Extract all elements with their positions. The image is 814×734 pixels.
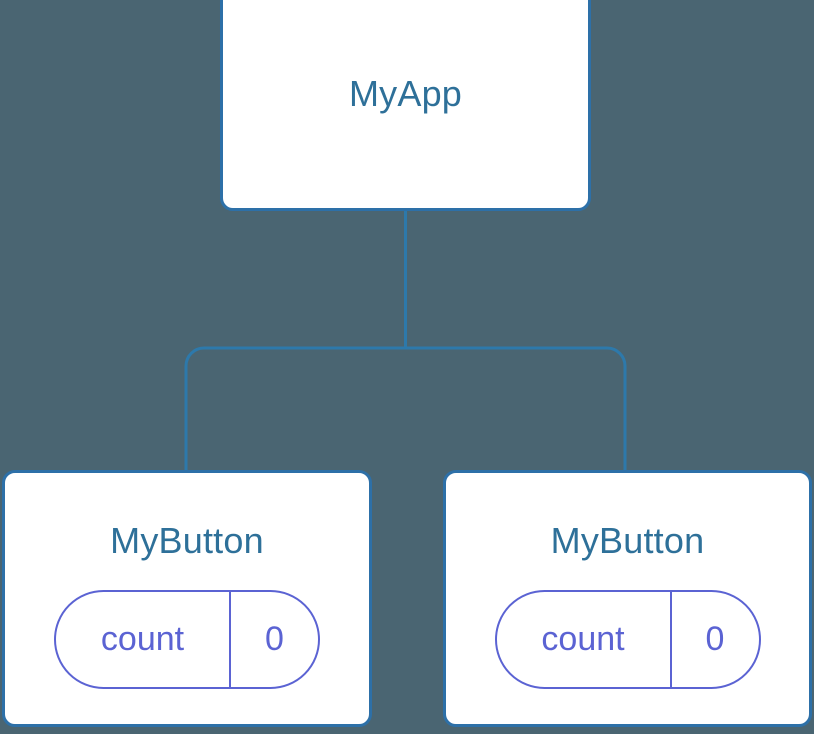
node-title: MyButton <box>550 520 705 561</box>
edge-root-to-child-1 <box>405 346 627 471</box>
node-title: MyApp <box>348 72 463 114</box>
state-value: 0 <box>265 619 284 658</box>
node-title: MyButton <box>110 520 264 561</box>
edge-root-to-child-0 <box>184 346 406 471</box>
state-key: count <box>56 592 231 687</box>
state-pill[interactable]: count 0 <box>54 590 320 689</box>
node-myapp[interactable]: MyApp <box>220 0 591 211</box>
state-pill[interactable]: count 0 <box>494 590 761 689</box>
node-mybutton-1[interactable]: MyButton count 0 <box>443 470 812 727</box>
node-mybutton-0[interactable]: MyButton count 0 <box>2 470 372 727</box>
state-value: 0 <box>705 619 725 658</box>
state-key: count <box>497 592 672 687</box>
